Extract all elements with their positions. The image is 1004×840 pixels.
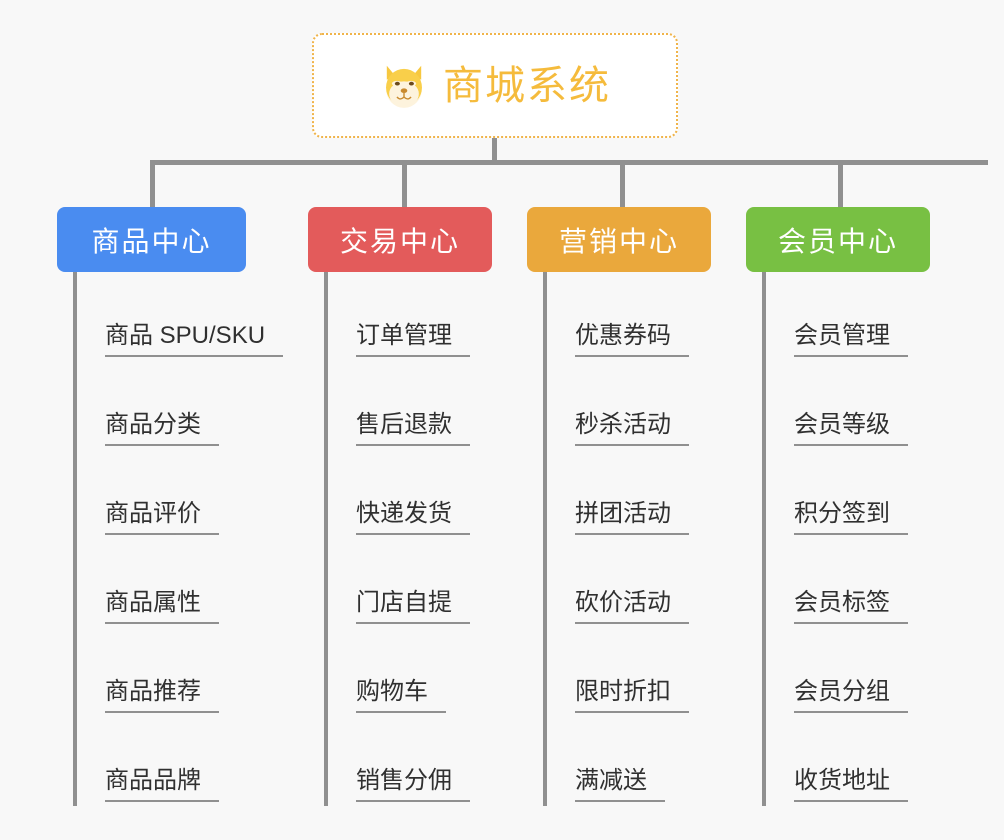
leaf-spine-1 [73, 272, 77, 806]
connector-drop-3 [620, 160, 625, 208]
leaf-label: 满减送 [575, 767, 665, 802]
leaf-item[interactable]: 售后退款 [324, 361, 492, 450]
leaf-item[interactable]: 商品 SPU/SKU [73, 272, 284, 361]
leaf-label: 收货地址 [794, 767, 908, 802]
leaf-list-2: 订单管理 售后退款 快递发货 门店自提 购物车 销售分佣 [324, 272, 492, 806]
leaf-label: 购物车 [356, 678, 446, 713]
category-column-2: 交易中心 订单管理 售后退款 快递发货 门店自提 购物车 销售分佣 [308, 207, 492, 806]
leaf-label: 商品 SPU/SKU [105, 322, 284, 357]
leaf-spine-4 [762, 272, 766, 806]
leaf-list-1: 商品 SPU/SKU 商品分类 商品评价 商品属性 商品推荐 商品品牌 [73, 272, 284, 806]
leaf-label: 销售分佣 [356, 767, 470, 802]
leaf-label: 商品推荐 [105, 678, 219, 713]
category-column-3: 营销中心 优惠券码 秒杀活动 拼团活动 砍价活动 限时折扣 满减送 [527, 207, 711, 806]
category-header-2[interactable]: 交易中心 [308, 207, 492, 272]
leaf-label: 秒杀活动 [575, 411, 689, 446]
shiba-dog-icon [386, 65, 422, 108]
category-header-3[interactable]: 营销中心 [527, 207, 711, 272]
category-column-4: 会员中心 会员管理 会员等级 积分签到 会员标签 会员分组 收货地址 [746, 207, 930, 806]
leaf-label: 会员标签 [794, 589, 908, 624]
connector-drop-2 [402, 160, 407, 208]
leaf-label: 售后退款 [356, 411, 470, 446]
leaf-item[interactable]: 限时折扣 [543, 628, 711, 717]
leaf-label: 会员分组 [794, 678, 908, 713]
leaf-item[interactable]: 快递发货 [324, 450, 492, 539]
leaf-item[interactable]: 订单管理 [324, 272, 492, 361]
leaf-label: 限时折扣 [575, 678, 689, 713]
leaf-item[interactable]: 商品属性 [73, 539, 246, 628]
connector-horizontal-bus [150, 160, 988, 165]
leaf-label: 会员等级 [794, 411, 908, 446]
leaf-item[interactable]: 积分签到 [762, 450, 930, 539]
category-header-1[interactable]: 商品中心 [57, 207, 246, 272]
leaf-list-4: 会员管理 会员等级 积分签到 会员标签 会员分组 收货地址 [762, 272, 930, 806]
leaf-label: 商品品牌 [105, 767, 219, 802]
leaf-item[interactable]: 优惠券码 [543, 272, 711, 361]
leaf-item[interactable]: 会员管理 [762, 272, 930, 361]
leaf-label: 商品属性 [105, 589, 219, 624]
category-column-1: 商品中心 商品 SPU/SKU 商品分类 商品评价 商品属性 商品推荐 商品品牌 [57, 207, 284, 806]
leaf-item[interactable]: 购物车 [324, 628, 492, 717]
leaf-label: 拼团活动 [575, 500, 689, 535]
leaf-item[interactable]: 商品推荐 [73, 628, 246, 717]
leaf-item[interactable]: 拼团活动 [543, 450, 711, 539]
leaf-label: 优惠券码 [575, 322, 689, 357]
leaf-spine-2 [324, 272, 328, 806]
leaf-label: 会员管理 [794, 322, 908, 357]
leaf-item[interactable]: 砍价活动 [543, 539, 711, 628]
leaf-item[interactable]: 商品评价 [73, 450, 246, 539]
connector-root-stem [492, 138, 497, 164]
leaf-label: 门店自提 [356, 589, 470, 624]
leaf-label: 商品分类 [105, 411, 219, 446]
leaf-item[interactable]: 商品分类 [73, 361, 246, 450]
category-header-4[interactable]: 会员中心 [746, 207, 930, 272]
leaf-item[interactable]: 会员分组 [762, 628, 930, 717]
leaf-item[interactable]: 秒杀活动 [543, 361, 711, 450]
leaf-list-3: 优惠券码 秒杀活动 拼团活动 砍价活动 限时折扣 满减送 [543, 272, 711, 806]
leaf-item[interactable]: 满减送 [543, 717, 711, 806]
root-title: 商城系统 [443, 63, 611, 108]
leaf-label: 砍价活动 [575, 589, 689, 624]
leaf-spine-3 [543, 272, 547, 806]
connector-drop-4 [838, 160, 843, 208]
leaf-label: 快递发货 [356, 500, 470, 535]
leaf-item[interactable]: 会员标签 [762, 539, 930, 628]
leaf-label: 积分签到 [794, 500, 908, 535]
leaf-label: 商品评价 [105, 500, 219, 535]
leaf-item[interactable]: 门店自提 [324, 539, 492, 628]
leaf-label: 订单管理 [356, 322, 470, 357]
leaf-item[interactable]: 商品品牌 [73, 717, 246, 806]
leaf-item[interactable]: 收货地址 [762, 717, 930, 806]
leaf-item[interactable]: 销售分佣 [324, 717, 492, 806]
root-node[interactable]: 商城系统 [312, 33, 678, 138]
leaf-item[interactable]: 会员等级 [762, 361, 930, 450]
connector-drop-1 [150, 160, 155, 208]
